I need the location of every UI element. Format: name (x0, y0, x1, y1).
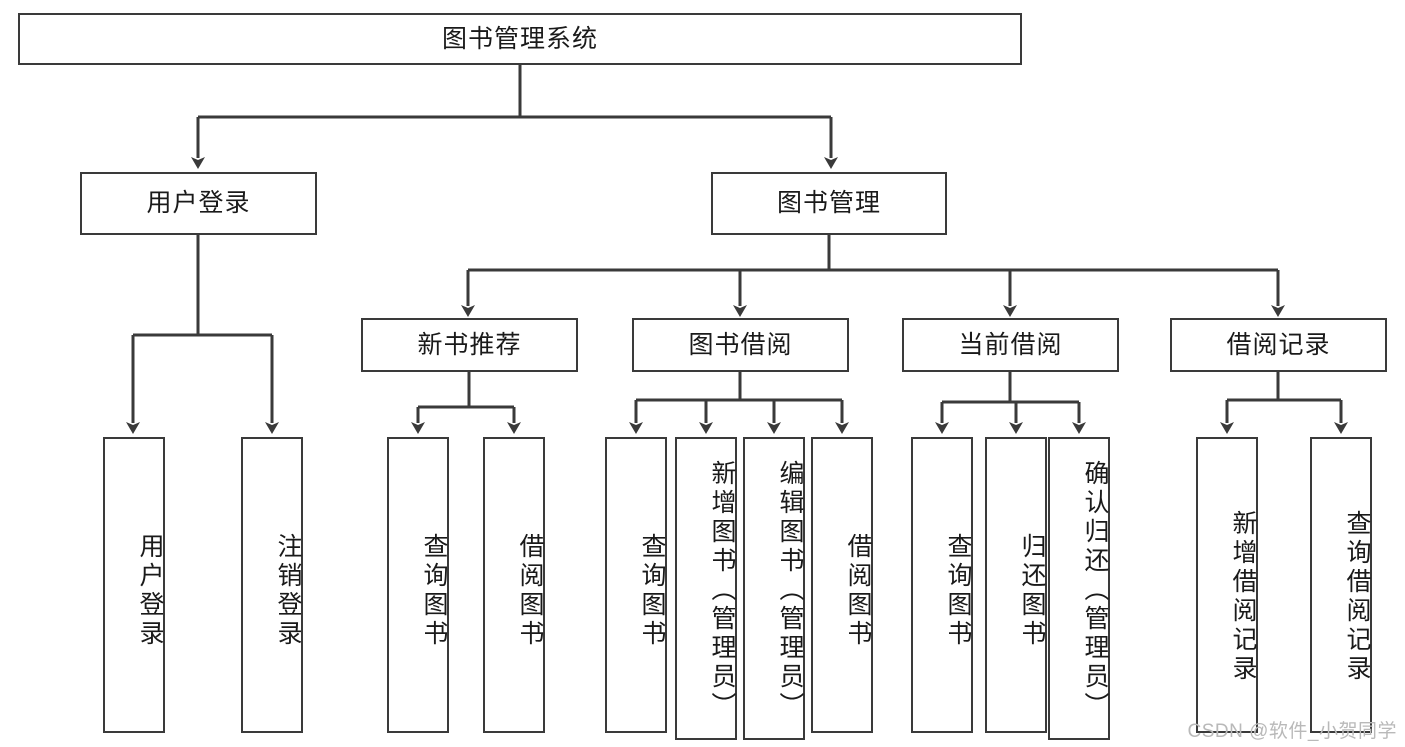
node-leaf-return-book[interactable]: 归还图书 (985, 437, 1047, 733)
node-leaf-user-login-label: 用户登录 (136, 533, 164, 649)
node-leaf-query-book-3-label: 查询图书 (944, 533, 972, 649)
node-new-book-rec-label: 新书推荐 (417, 330, 522, 359)
node-current-borrow-label: 当前借阅 (958, 330, 1063, 359)
node-current-borrow[interactable]: 当前借阅 (902, 318, 1119, 372)
node-book-manage-label: 图书管理 (776, 189, 881, 218)
node-leaf-edit-book-admin-label: 编辑图书（管理员） (776, 460, 804, 721)
node-leaf-query-book-1-label: 查询图书 (420, 533, 448, 649)
node-book-borrow[interactable]: 图书借阅 (632, 318, 849, 372)
node-root[interactable]: 图书管理系统 (18, 13, 1022, 65)
node-leaf-query-book-2-label: 查询图书 (638, 533, 666, 649)
node-user-login[interactable]: 用户登录 (80, 172, 317, 235)
node-leaf-add-book-admin[interactable]: 新增图书（管理员） (675, 437, 737, 740)
node-user-login-label: 用户登录 (146, 189, 251, 218)
node-leaf-add-borrow-record[interactable]: 新增借阅记录 (1196, 437, 1258, 733)
node-leaf-query-book-1[interactable]: 查询图书 (387, 437, 449, 733)
node-leaf-add-book-admin-label: 新增图书（管理员） (708, 460, 736, 721)
node-leaf-borrow-book-1-label: 借阅图书 (516, 533, 544, 649)
node-leaf-borrow-book-2[interactable]: 借阅图书 (811, 437, 873, 733)
node-new-book-rec[interactable]: 新书推荐 (361, 318, 578, 372)
node-leaf-edit-book-admin[interactable]: 编辑图书（管理员） (743, 437, 805, 740)
node-leaf-user-logout[interactable]: 注销登录 (241, 437, 303, 733)
node-leaf-query-borrow-record-label: 查询借阅记录 (1343, 510, 1371, 684)
node-leaf-borrow-book-1[interactable]: 借阅图书 (483, 437, 545, 733)
node-leaf-query-book-3[interactable]: 查询图书 (911, 437, 973, 733)
node-leaf-query-book-2[interactable]: 查询图书 (605, 437, 667, 733)
node-leaf-add-borrow-record-label: 新增借阅记录 (1229, 510, 1257, 684)
node-leaf-confirm-return-admin[interactable]: 确认归还（管理员） (1048, 437, 1110, 740)
node-leaf-confirm-return-admin-label: 确认归还（管理员） (1081, 460, 1109, 721)
node-book-borrow-label: 图书借阅 (688, 330, 793, 359)
node-leaf-query-borrow-record[interactable]: 查询借阅记录 (1310, 437, 1372, 733)
node-leaf-borrow-book-2-label: 借阅图书 (844, 533, 872, 649)
node-root-label: 图书管理系统 (441, 24, 598, 53)
node-leaf-user-login[interactable]: 用户登录 (103, 437, 165, 733)
node-borrow-record[interactable]: 借阅记录 (1170, 318, 1387, 372)
node-borrow-record-label: 借阅记录 (1226, 330, 1331, 359)
node-leaf-user-logout-label: 注销登录 (274, 533, 302, 649)
watermark-text: CSDN @软件_小贺同学 (1187, 721, 1397, 742)
node-leaf-return-book-label: 归还图书 (1018, 533, 1046, 649)
node-book-manage[interactable]: 图书管理 (711, 172, 947, 235)
